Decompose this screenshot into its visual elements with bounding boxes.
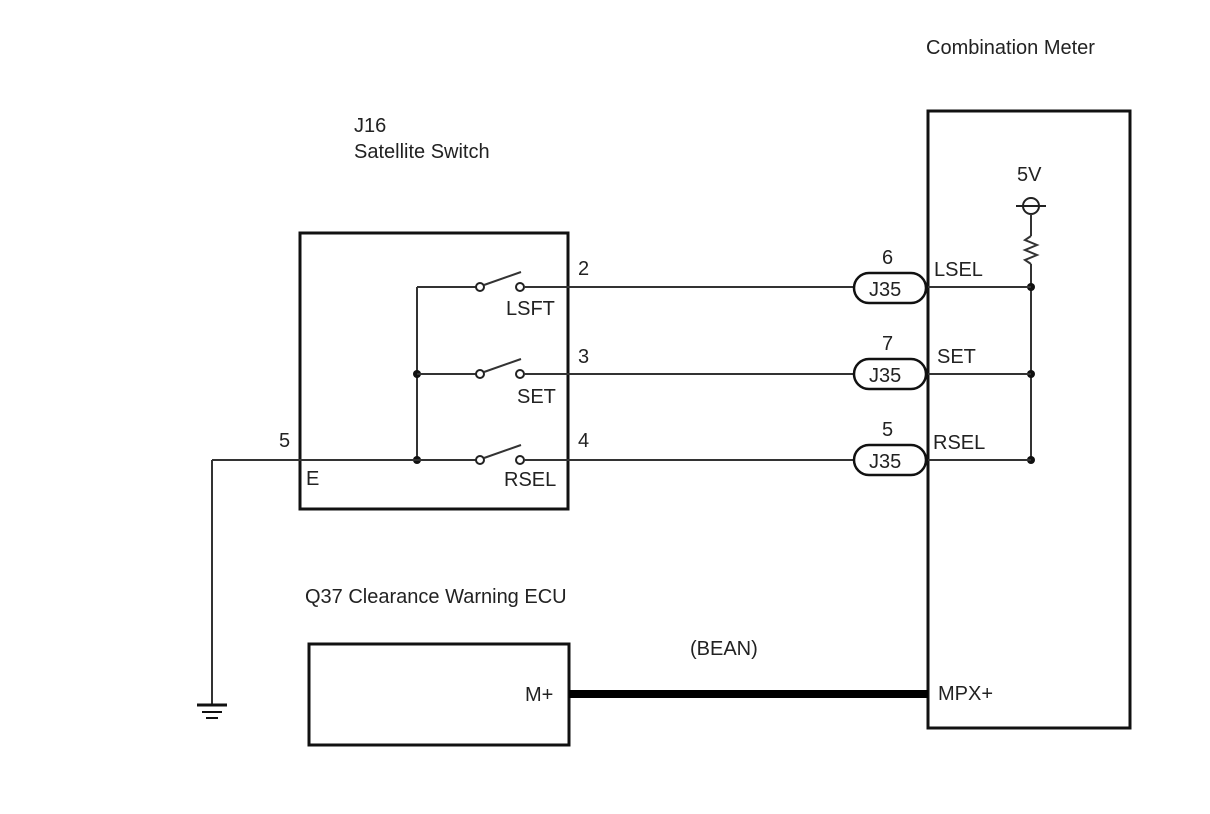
- connector-pin: 7: [882, 333, 893, 355]
- supply-terminal-icon: [1016, 197, 1046, 215]
- ground-pin: 5: [279, 430, 290, 452]
- connector-label: J35: [869, 451, 901, 473]
- switch-rsel: [212, 444, 854, 465]
- combination-meter-title: Combination Meter: [926, 37, 1095, 59]
- switch-title: Satellite Switch: [354, 141, 490, 163]
- clearance-ecu-box: [307, 642, 571, 747]
- switch-pin-4: 4: [578, 430, 589, 452]
- connector-j35-pin7: [852, 357, 928, 391]
- switch-code: J16: [354, 115, 386, 137]
- connector-j35-pin5: [852, 443, 928, 477]
- connector-j35-pin6: [852, 271, 928, 305]
- switch-label-set: SET: [517, 386, 556, 408]
- satellite-switch-box: [298, 231, 570, 511]
- resistor-icon: [1022, 235, 1040, 265]
- switch-label-rsel: RSEL: [504, 469, 556, 491]
- meter-terminal-rsel: RSEL: [933, 432, 985, 454]
- bus-label: (BEAN): [690, 638, 758, 660]
- supply-voltage-label: 5V: [1017, 164, 1042, 186]
- connector-pin: 5: [882, 419, 893, 441]
- meter-terminal-mpx: MPX+: [938, 683, 993, 705]
- clearance-ecu-pin: M+: [525, 684, 553, 706]
- ground-terminal-label: E: [306, 468, 319, 490]
- meter-terminal-set: SET: [937, 346, 976, 368]
- ground-icon: [197, 703, 227, 719]
- connector-label: J35: [869, 365, 901, 387]
- switch-pin-3: 3: [578, 346, 589, 368]
- meter-terminal-lsel: LSEL: [934, 259, 983, 281]
- switch-set: [417, 358, 854, 379]
- switch-lsft: [417, 271, 854, 292]
- connector-pin: 6: [882, 247, 893, 269]
- clearance-ecu-title: Q37 Clearance Warning ECU: [305, 586, 567, 608]
- connector-label: J35: [869, 279, 901, 301]
- switch-pin-2: 2: [578, 258, 589, 280]
- switch-label-lsft: LSFT: [506, 298, 555, 320]
